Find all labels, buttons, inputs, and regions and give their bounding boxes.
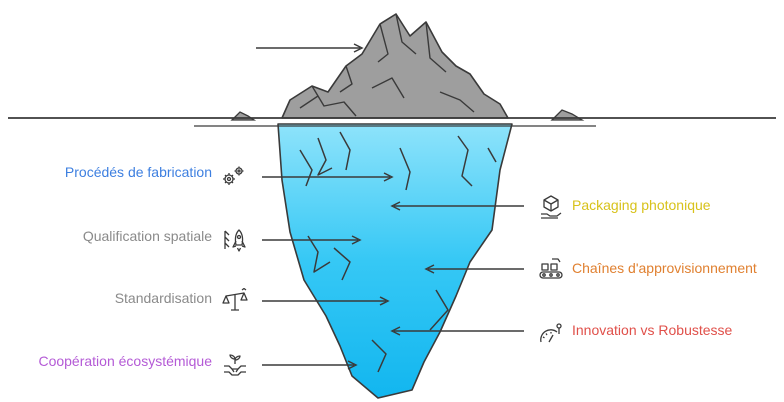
arrow-standardisation	[262, 296, 390, 306]
label-innovation-robustesse: Innovation vs Robustesse	[572, 322, 733, 338]
label-packaging-photonique: Packaging photonique	[572, 197, 711, 213]
arrow-tip-label	[256, 43, 364, 53]
label-standardisation: Standardisation	[114, 290, 212, 306]
label-chaines-approvisionnement: Chaînes d'approvisionnement	[572, 260, 757, 276]
label-qualification-spatiale: Qualification spatiale	[82, 228, 212, 244]
handshake-plant-icon	[222, 352, 248, 378]
iceberg-underwater	[277, 123, 513, 399]
package-hand-icon	[538, 194, 564, 220]
label-procedes-fabrication: Procédés de fabrication	[64, 164, 212, 180]
arrows	[256, 43, 524, 370]
arrow-qualification	[262, 235, 362, 245]
label-cooperation-ecosystemique: Coopération écosystémique	[38, 353, 212, 369]
speedometer-icon	[538, 320, 564, 346]
gears-icon	[220, 164, 246, 190]
balance-scale-icon	[222, 288, 248, 314]
arrow-packaging	[390, 201, 524, 211]
rocket-icon	[222, 227, 248, 253]
arrow-cooperation	[262, 360, 358, 370]
iceberg-cracks	[299, 131, 497, 373]
conveyor-icon	[538, 256, 564, 282]
iceberg-tip-facets	[299, 13, 475, 117]
arrow-procedes	[262, 172, 394, 182]
iceberg-tip	[281, 13, 509, 119]
arrow-innovation	[390, 326, 524, 336]
arrow-chaines	[424, 264, 524, 274]
